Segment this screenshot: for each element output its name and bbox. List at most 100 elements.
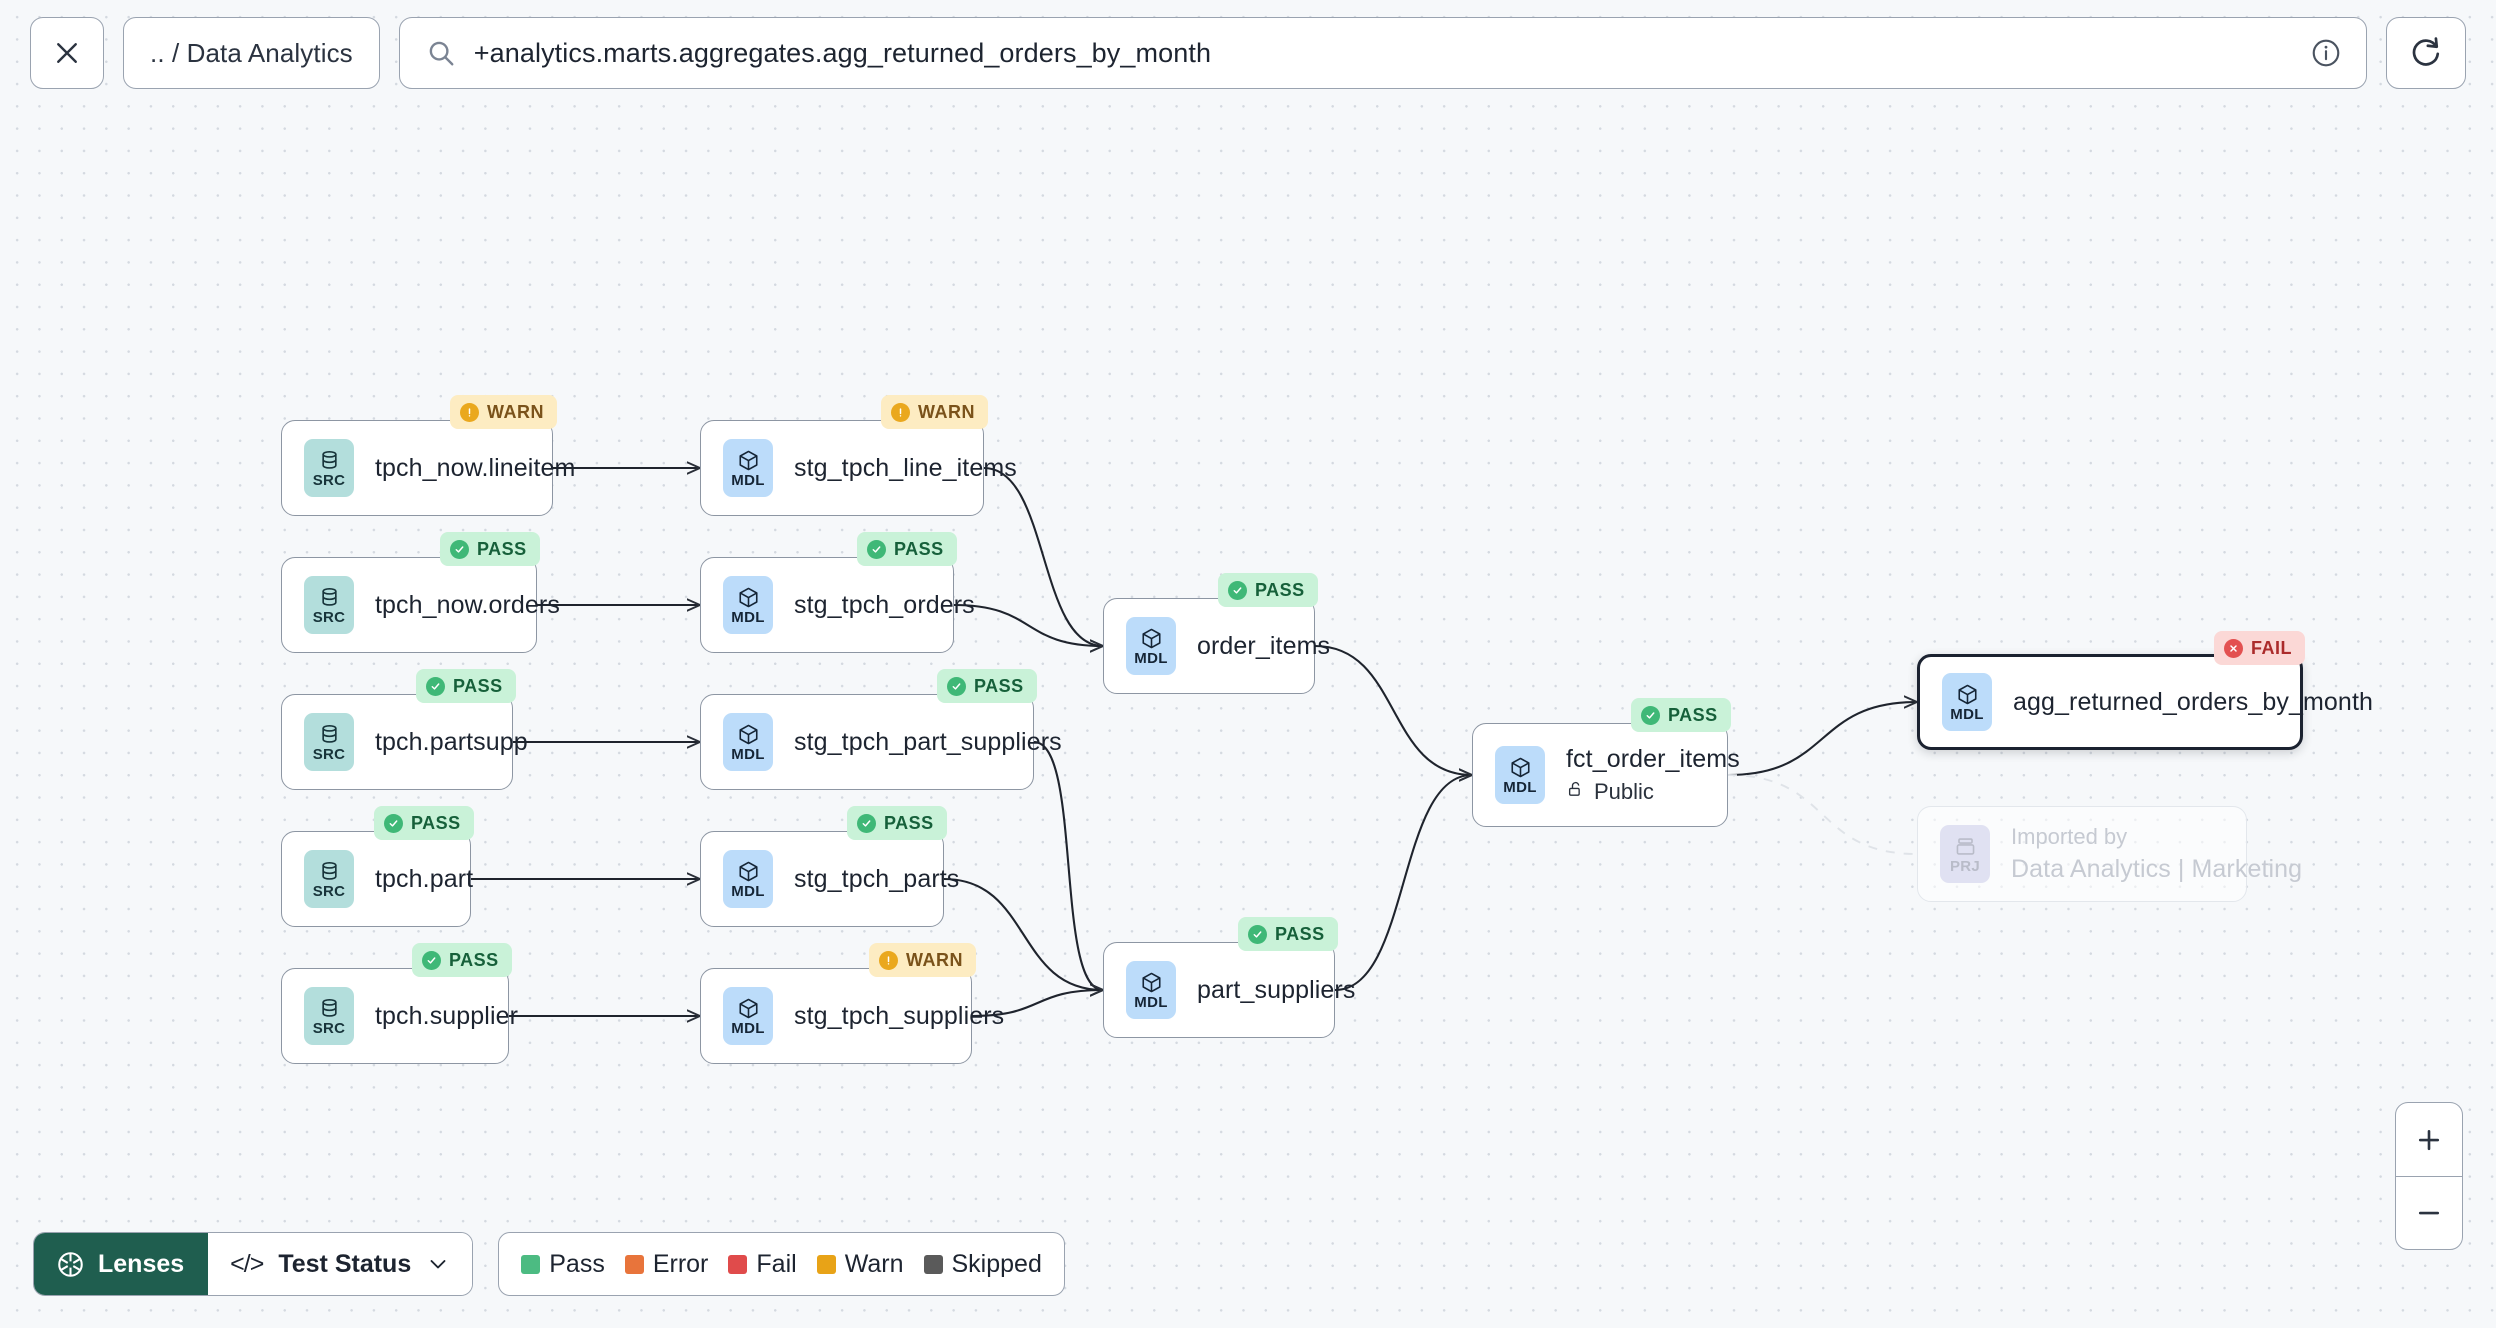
minus-icon	[2418, 1211, 2440, 1215]
mdl-type-icon: MDL	[1942, 673, 1992, 731]
legend-item-error[interactable]: Error	[624, 1250, 708, 1279]
status-badge-pass[interactable]: PASS	[1631, 698, 1731, 732]
status-badge-warn[interactable]: WARN	[869, 943, 976, 977]
edge-fct_order_items-to-imported_by_project	[1727, 774, 1918, 855]
status-fail-icon	[2224, 638, 2243, 658]
aperture-icon	[58, 1251, 83, 1277]
close-button[interactable]	[30, 17, 104, 89]
info-icon[interactable]	[2310, 37, 2342, 69]
status-badge-pass[interactable]: PASS	[412, 943, 512, 977]
status-badge-pass[interactable]: PASS	[937, 669, 1037, 703]
legend-item-warn[interactable]: Warn	[816, 1249, 904, 1279]
node-body: tpch_now.lineitem	[375, 454, 575, 483]
status-pass-icon	[384, 813, 403, 833]
status-badge-label: PASS	[1668, 704, 1718, 725]
node-type-label: MDL	[1950, 705, 1984, 723]
status-badge-pass[interactable]: PASS	[440, 532, 540, 566]
legend-item-pass[interactable]: Pass	[521, 1250, 605, 1279]
test-status-dropdown[interactable]: </> Test Status	[208, 1233, 473, 1295]
status-badge-pass[interactable]: PASS	[1238, 917, 1338, 951]
status-pass-icon	[1228, 580, 1247, 600]
legend-label: Pass	[549, 1249, 605, 1278]
status-badge-warn[interactable]: WARN	[881, 395, 988, 429]
status-badge-pass[interactable]: PASS	[847, 806, 947, 840]
status-pass-icon	[947, 676, 966, 696]
mdl-type-icon: MDL	[723, 987, 773, 1045]
search-bar[interactable]	[398, 17, 2367, 89]
lenses-label: Lenses	[98, 1249, 185, 1278]
status-pass-icon	[426, 676, 445, 696]
legend-item-fail[interactable]: Fail	[728, 1249, 797, 1279]
search-icon	[429, 41, 454, 66]
src-type-icon: SRC	[304, 713, 354, 771]
node-type-label: SRC	[312, 608, 346, 626]
breadcrumb-button[interactable]: .. / Data Analytics	[123, 17, 380, 89]
status-badge-label: WARN	[906, 949, 963, 970]
status-badge-label: WARN	[918, 401, 975, 422]
node-body: agg_returned_orders_by_month	[2013, 688, 2373, 717]
status-badge-label: PASS	[449, 949, 499, 970]
status-badge-pass[interactable]: PASS	[1218, 573, 1318, 607]
node-body: stg_tpch_suppliers	[794, 1002, 1004, 1031]
graph-node-tpch_supplier[interactable]: SRC tpch.supplier PASS	[281, 943, 518, 1064]
status-badge-warn[interactable]: WARN	[450, 395, 557, 429]
refresh-button[interactable]	[2386, 17, 2466, 89]
graph-node-tpch_now_lineitem[interactable]: SRC tpch_now.lineitem WARN	[281, 395, 575, 516]
search-input[interactable]	[473, 37, 2292, 69]
status-badge-label: PASS	[884, 812, 934, 833]
node-title: part_suppliers	[1197, 975, 1356, 1004]
node-type-label: SRC	[312, 471, 346, 489]
graph-node-stg_tpch_suppliers[interactable]: MDL stg_tpch_suppliers WARN	[700, 943, 1004, 1064]
status-warn-icon	[460, 402, 479, 422]
src-type-icon: SRC	[304, 987, 354, 1045]
edge-stg_tpch_line_items-to-order_items	[983, 466, 1103, 646]
status-pass-icon	[857, 813, 876, 833]
node-type-label: SRC	[312, 882, 346, 900]
legend-swatch-error	[624, 1254, 644, 1274]
close-icon	[57, 43, 77, 63]
src-type-icon: SRC	[304, 439, 354, 497]
refresh-icon	[2412, 37, 2440, 66]
legend-label: Fail	[756, 1249, 797, 1278]
zoom-out-button[interactable]	[2396, 1176, 2462, 1249]
status-badge-pass[interactable]: PASS	[857, 532, 957, 566]
legend-swatch-pass	[521, 1254, 541, 1274]
status-badge-label: PASS	[974, 675, 1024, 696]
bottom-toolbar: Lenses </> Test Status Pass Error Fail Warn…	[33, 1232, 1065, 1296]
src-type-icon: SRC	[304, 576, 354, 634]
graph-node-agg_returned_orders_by_month[interactable]: MDL agg_returned_orders_by_month FAIL	[1917, 631, 2373, 750]
node-body: order_items	[1197, 632, 1330, 661]
status-badge-pass[interactable]: PASS	[374, 806, 474, 840]
status-badge-label: FAIL	[2251, 637, 2292, 658]
status-badge-fail[interactable]: FAIL	[2214, 631, 2305, 665]
status-warn-icon	[879, 950, 898, 970]
status-badge-label: PASS	[477, 538, 527, 559]
node-body: stg_tpch_part_suppliers	[794, 727, 1062, 757]
lenses-button[interactable]: Lenses	[34, 1233, 209, 1295]
edge-part_suppliers-to-fct_order_items	[1334, 775, 1472, 992]
status-badge-label: PASS	[1275, 923, 1325, 944]
legend-label: Skipped	[951, 1249, 1042, 1278]
zoom-in-button[interactable]	[2396, 1103, 2462, 1176]
zoom-controls	[2395, 1102, 2463, 1250]
status-badge-pass[interactable]: PASS	[416, 669, 516, 703]
unlock-icon	[1566, 779, 1585, 805]
mdl-type-icon: MDL	[1495, 746, 1545, 804]
node-title: stg_tpch_part_suppliers	[794, 727, 1062, 756]
prj-type-icon: PRJ	[1940, 825, 1990, 883]
legend-item-skipped[interactable]: Skipped	[923, 1249, 1042, 1279]
node-body: tpch.supplier	[375, 1002, 518, 1031]
legend-label: Warn	[844, 1249, 904, 1278]
